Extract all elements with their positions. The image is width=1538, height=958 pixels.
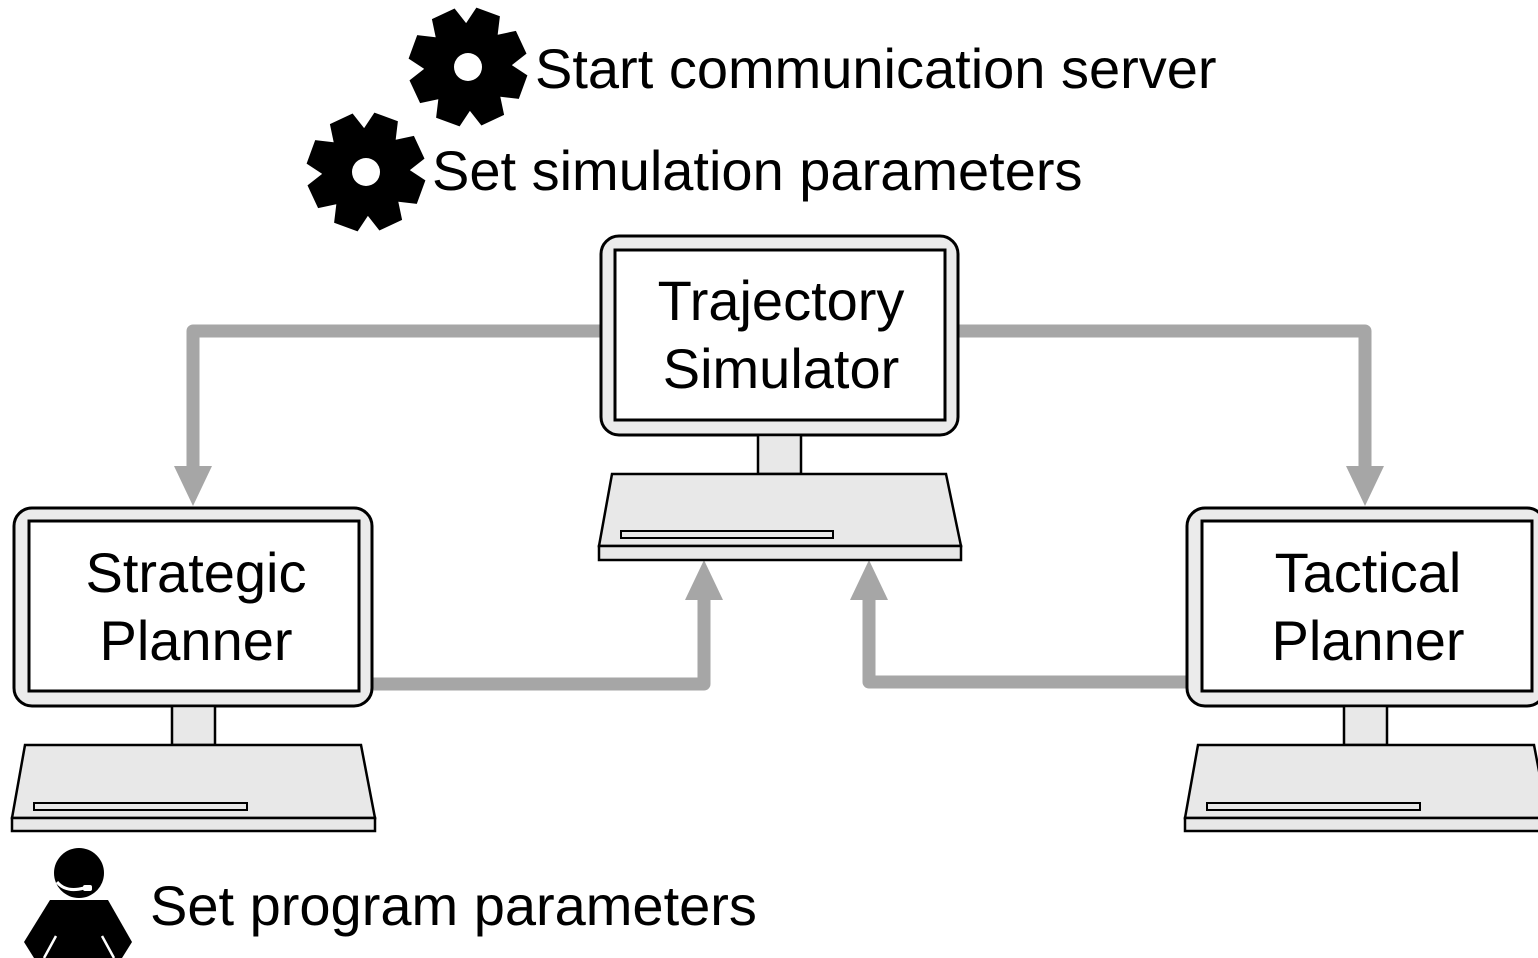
monitor-stand (756, 433, 803, 476)
computer-strategic-planner: Strategic Planner (10, 506, 377, 833)
computer-label-line2: Simulator (663, 337, 900, 400)
monitor-screen (1200, 519, 1534, 693)
keyboard-slot (33, 802, 248, 811)
computer-label-line1: Tactical (1275, 541, 1462, 604)
monitor-screen (613, 248, 947, 422)
monitor-stand (1342, 704, 1389, 747)
arrow-simulator-to-strategic (186, 324, 600, 470)
keyboard-slot (1206, 802, 1421, 811)
monitor-screen (27, 519, 361, 693)
computer-tactical-planner: Tactical Planner (1183, 506, 1538, 833)
connections (174, 324, 1384, 691)
computer-base-front (597, 544, 963, 562)
caption-set-simulation: Set simulation parameters (432, 139, 1083, 202)
caption-start-server: Start communication server (535, 37, 1217, 100)
computer-label-line2: Planner (99, 609, 292, 672)
computer-base (1183, 743, 1538, 820)
operator-headset-icon (24, 848, 132, 958)
arrowhead-tactical-in (1346, 466, 1384, 506)
computer-base-front (1183, 816, 1538, 833)
arrow-strategic-to-simulator (372, 596, 711, 691)
computer-trajectory-simulator: Trajectory Simulator (597, 234, 963, 562)
arrowhead-simulator-in-right (850, 560, 888, 600)
computer-label-line1: Strategic (86, 541, 307, 604)
monitor-stand (170, 704, 217, 747)
gear-icon (306, 112, 426, 232)
arrowhead-strategic-in (174, 466, 212, 506)
computer-label-line2: Planner (1271, 609, 1464, 672)
computer-label-line1: Trajectory (658, 269, 905, 332)
gear-hole (352, 158, 380, 186)
arrow-tactical-to-simulator (862, 596, 1188, 689)
gear-icon (408, 7, 528, 127)
computer-base-front (10, 816, 377, 833)
caption-set-program: Set program parameters (150, 874, 757, 937)
keyboard-slot (620, 530, 834, 539)
arrowhead-simulator-in-left (685, 560, 723, 600)
arrow-simulator-to-tactical (958, 324, 1372, 470)
gear-hole (454, 53, 482, 81)
